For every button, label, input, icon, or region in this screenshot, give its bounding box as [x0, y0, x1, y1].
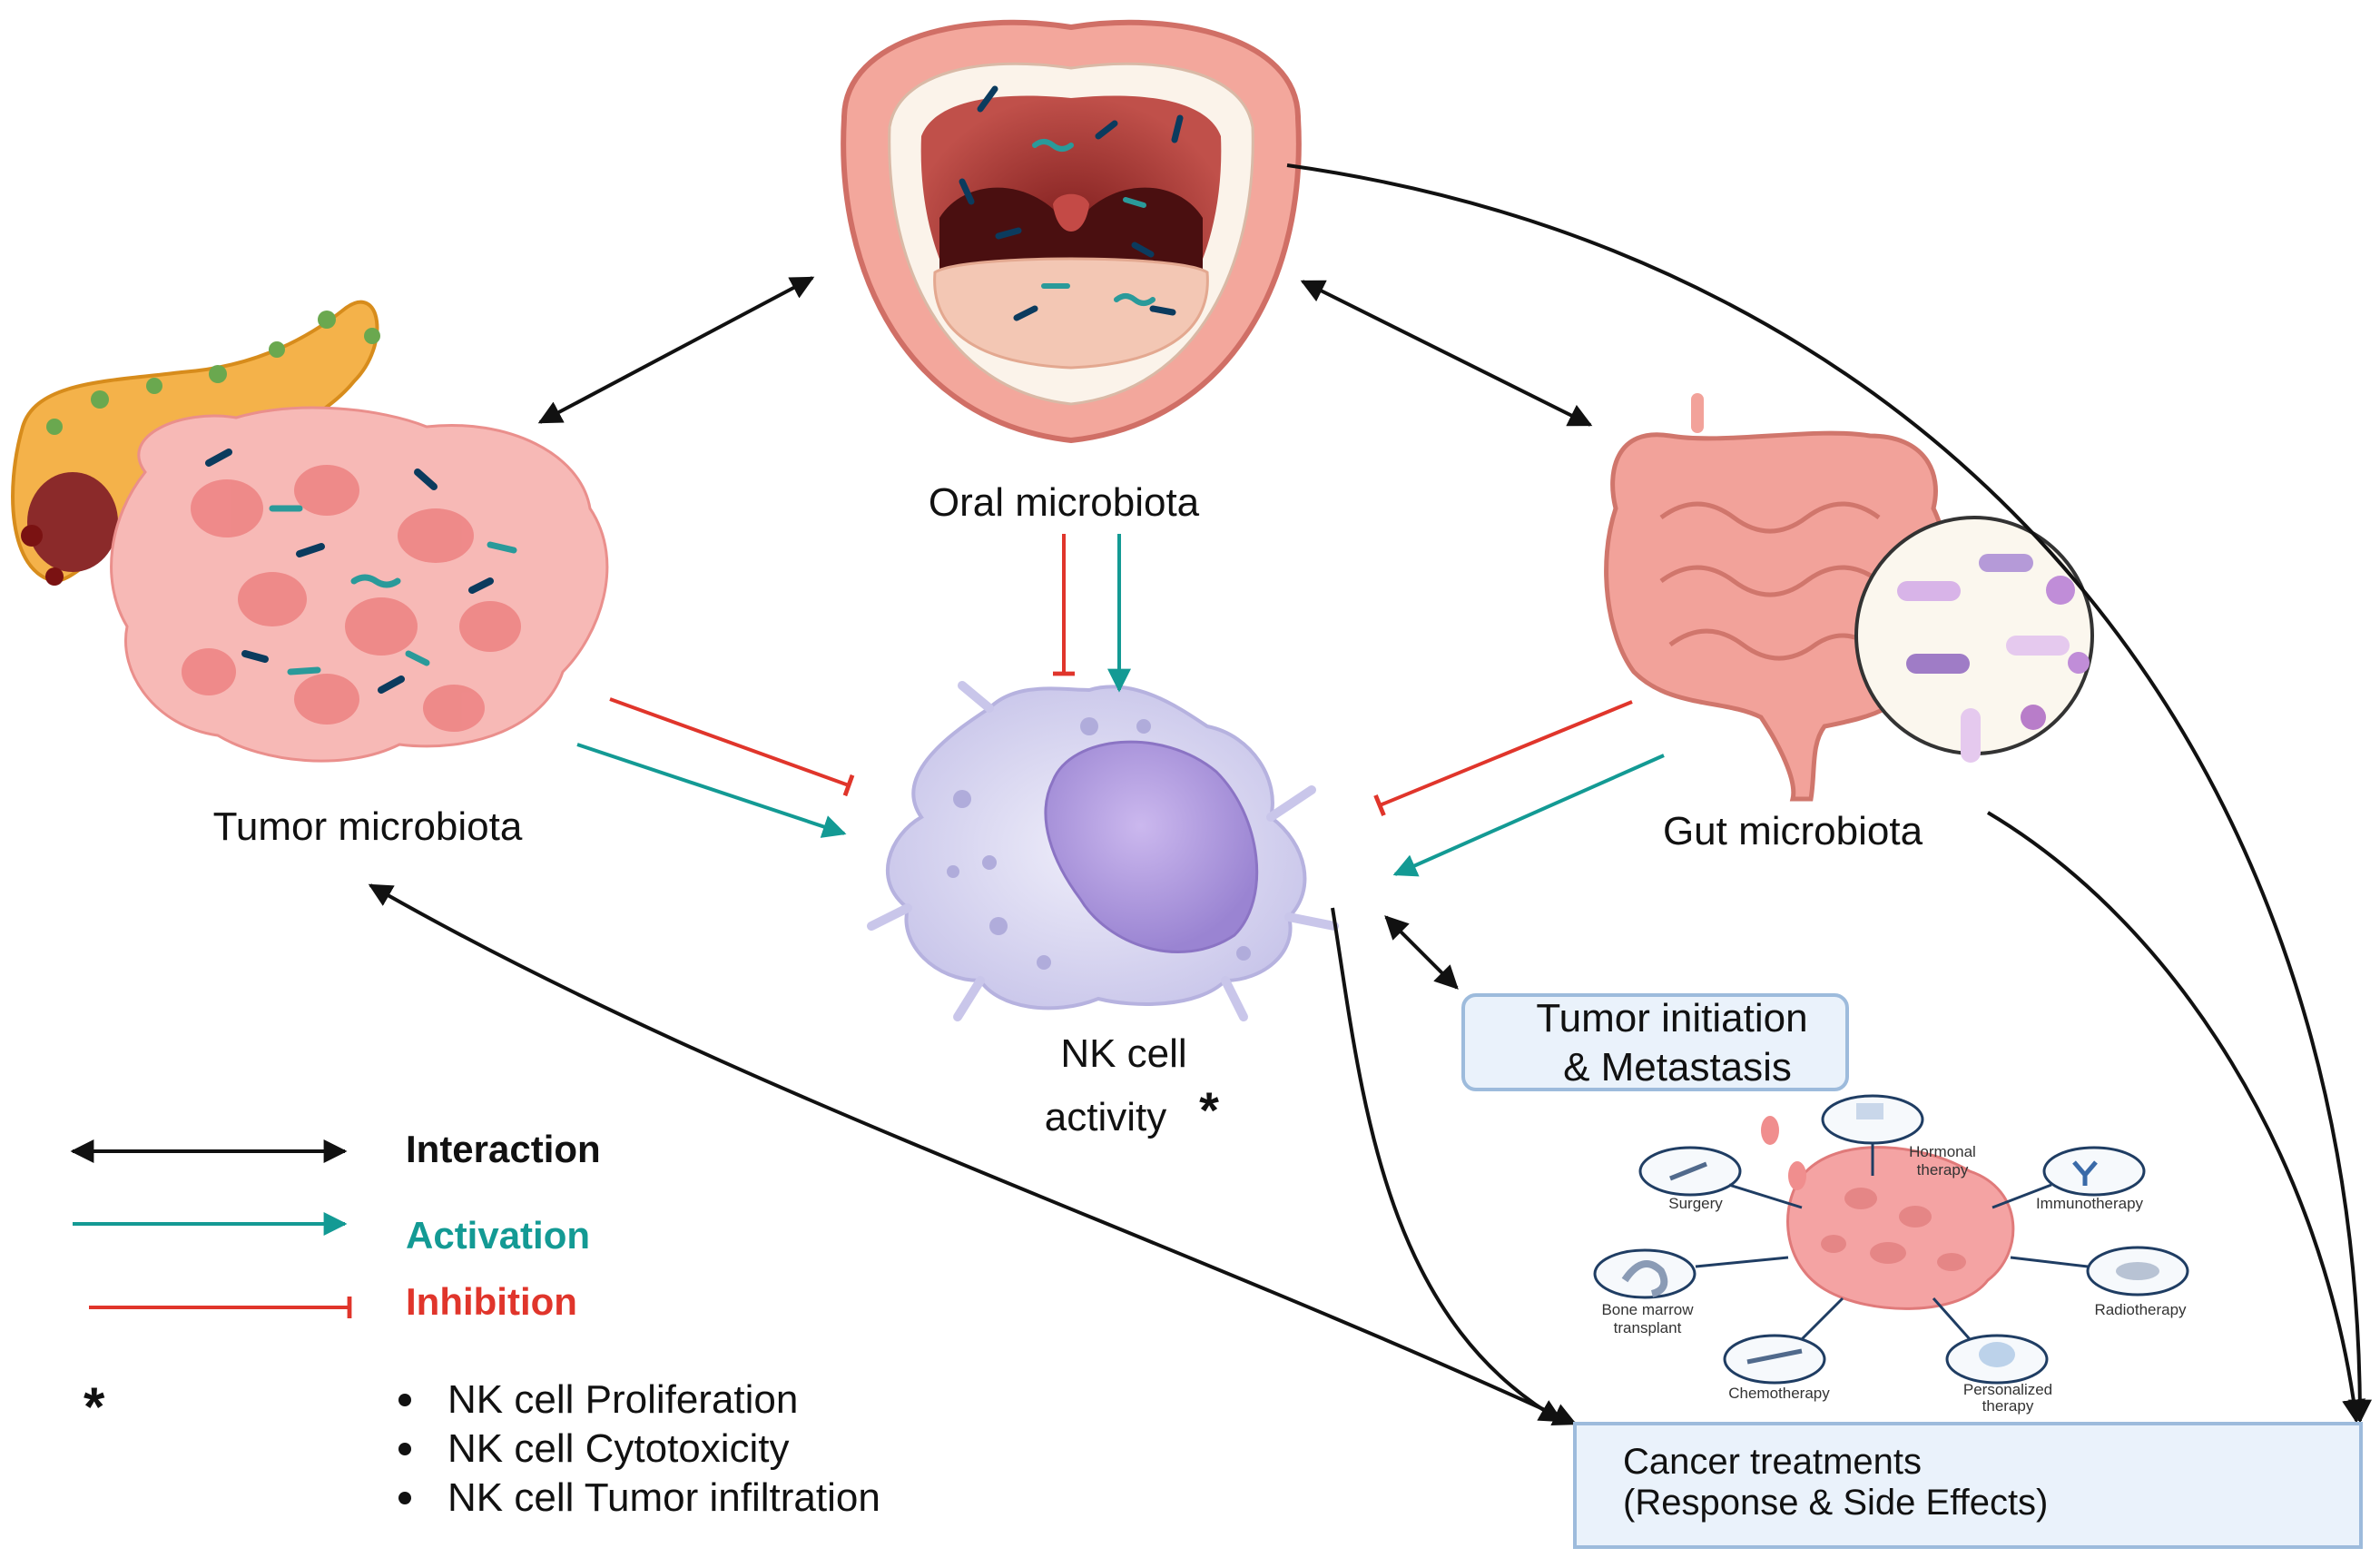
- legend-activation-label: Activation: [406, 1214, 590, 1257]
- legend-bullet-cytotoxicity: NK cell Cytotoxicity: [447, 1426, 790, 1471]
- bullet-dot: [398, 1492, 411, 1504]
- tumor-inhibition-arrow: [609, 697, 855, 797]
- legend-inhibition-label: Inhibition: [406, 1280, 577, 1323]
- treatments-box: [1573, 1422, 2363, 1549]
- bone-marrow-icon: [1593, 1248, 1696, 1299]
- hormonal-label-2: therapy: [1917, 1161, 1969, 1178]
- interaction-arrows: [368, 163, 2372, 1426]
- chemotherapy-icon: [1723, 1334, 1826, 1385]
- metastasis-box: [1461, 993, 1849, 1091]
- nk-treatment-arrow: [1331, 907, 1564, 1423]
- personalized-label-2: therapy: [1982, 1397, 2034, 1415]
- chemotherapy-label: Chemotherapy: [1728, 1385, 1830, 1402]
- nk-metastasis-interaction-arrow: [1384, 915, 1459, 990]
- tumor-activation-arrow: [576, 743, 847, 838]
- bone-marrow-label-1: Bone marrow: [1601, 1301, 1694, 1318]
- tumor-microbiota-label: Tumor microbiota: [213, 804, 523, 849]
- gut-inhibition-arrow: [1373, 700, 1633, 817]
- oral-treatment-arrow: [1286, 163, 2372, 1424]
- gut-treatment-arrow: [1986, 811, 2365, 1424]
- legend-bullet-proliferation: NK cell Proliferation: [447, 1377, 798, 1422]
- legend-bullet-infiltration: NK cell Tumor infiltration: [447, 1475, 880, 1520]
- metastasis-label-2: & Metastasis: [1563, 1045, 1792, 1090]
- immunotherapy-icon: [2042, 1146, 2146, 1197]
- surgery-label: Surgery: [1668, 1195, 1723, 1212]
- legend: Interaction Activation Inhibition * NK c…: [70, 1128, 880, 1520]
- tumor-treatment-interaction-arrow: [368, 883, 1578, 1426]
- gut-microbiota-label: Gut microbiota: [1663, 809, 1923, 853]
- effect-arrows: [576, 534, 1665, 877]
- nk-cell-illustration: [867, 681, 1339, 1021]
- hormonal-label-1: Hormonal: [1909, 1143, 1976, 1160]
- therapy-cluster: Hormonal therapy Surgery Immunotherapy B…: [1593, 1094, 2189, 1415]
- oral-tumor-interaction-arrow: [537, 276, 815, 424]
- nk-asterisk: *: [1199, 1081, 1219, 1139]
- bullet-dot: [398, 1394, 411, 1406]
- tumor-mass: [1786, 1146, 2015, 1310]
- personalized-label-1: Personalized: [1963, 1381, 2052, 1398]
- gut-illustration: [1604, 393, 2094, 802]
- bone-marrow-label-2: transplant: [1614, 1319, 1682, 1336]
- legend-interaction-label: Interaction: [406, 1128, 601, 1170]
- bullet-dot: [398, 1443, 411, 1455]
- nk-activity-label: activity: [1045, 1095, 1166, 1139]
- metastasis-label-1: Tumor initiation: [1536, 996, 1807, 1040]
- oral-gut-interaction-arrow: [1300, 280, 1593, 427]
- immunotherapy-label: Immunotherapy: [2036, 1195, 2144, 1212]
- treatments-label-2: (Response & Side Effects): [1623, 1483, 2048, 1523]
- nk-cell-label: NK cell: [1060, 1031, 1186, 1076]
- legend-asterisk: *: [84, 1376, 105, 1437]
- oral-microbiota-label: Oral microbiota: [929, 480, 1200, 525]
- treatments-label-1: Cancer treatments: [1623, 1442, 1922, 1482]
- radiotherapy-label: Radiotherapy: [2094, 1301, 2187, 1318]
- mouth-illustration: [841, 19, 1302, 444]
- gut-activation-arrow: [1392, 754, 1665, 877]
- tumor-tissue-illustration: [11, 300, 609, 763]
